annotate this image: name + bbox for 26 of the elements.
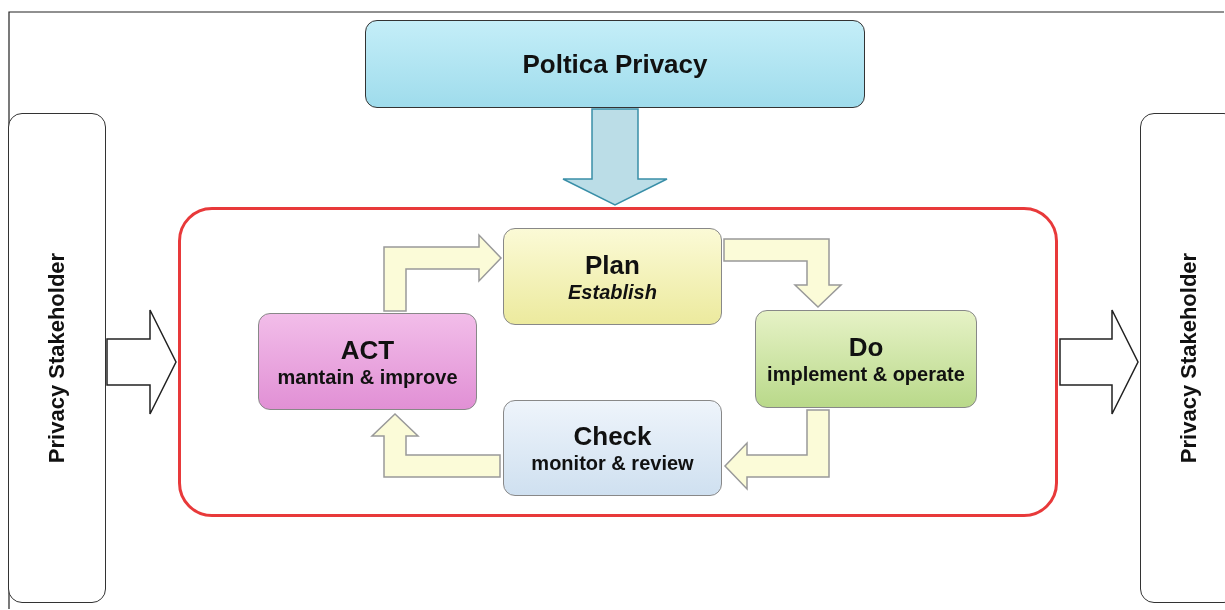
cycle-frame (178, 207, 1058, 517)
process-box (503, 228, 722, 325)
box-subtitle: monitor & review (531, 452, 694, 475)
box-title: Poltica Privacy (522, 48, 708, 80)
block-arrow (562, 108, 668, 206)
stakeholder-panel (8, 113, 106, 603)
box-title: Check (573, 421, 652, 452)
panel-label: Privacy Stakeholder (1176, 252, 1202, 464)
block-arrow (106, 309, 177, 415)
box-title: Plan (585, 249, 640, 281)
box-subtitle: implement & operate (767, 363, 965, 386)
panel-label: Privacy Stakeholder (44, 252, 70, 464)
policy-box (365, 20, 865, 108)
process-box (258, 313, 477, 410)
block-arrow (383, 233, 503, 312)
process-box (755, 310, 977, 408)
block-arrow (723, 409, 830, 491)
block-arrow (723, 238, 843, 309)
box-subtitle: mantain & improve (277, 365, 458, 389)
box-title: Do (848, 332, 884, 363)
box-subtitle: Establish (568, 280, 657, 304)
process-box (503, 400, 722, 496)
box-title: ACT (340, 334, 395, 366)
block-arrow (1059, 309, 1139, 415)
stakeholder-panel (1140, 113, 1225, 603)
block-arrow (370, 412, 501, 478)
